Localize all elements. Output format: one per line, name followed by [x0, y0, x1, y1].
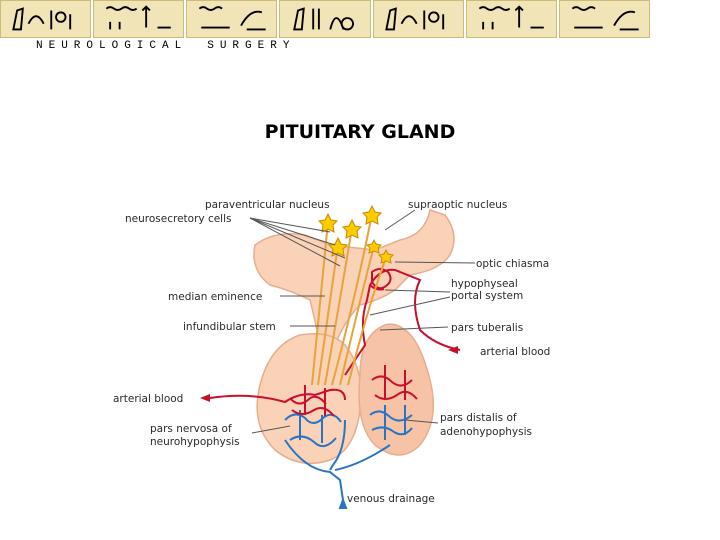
header-text: NEUROLOGICAL SURGERY: [36, 40, 295, 52]
arterial-arrow-right: [448, 346, 458, 354]
pars-distalis-tissue: [358, 323, 435, 456]
pituitary-diagram: paraventricular nucleus neurosecretory c…: [113, 199, 550, 509]
hieroglyph-tile: [465, 0, 557, 38]
label-paraventricular-nucleus: paraventricular nucleus: [205, 199, 330, 211]
label-arterial-blood-right: arterial blood: [480, 346, 550, 358]
hieroglyph-tile: [558, 0, 650, 38]
hieroglyph-tile: [0, 0, 92, 38]
nerve-fibers: [311, 213, 387, 386]
label-adenohypophysis: adenohypophysis: [440, 426, 532, 438]
header-word-neurological: NEUROLOGICAL: [36, 40, 188, 52]
arterial-arrow-left: [200, 394, 210, 402]
hieroglyph-tile: [93, 0, 185, 38]
hieroglyph-tile: [372, 0, 464, 38]
hieroglyph-tile: [186, 0, 278, 38]
label-neurohypophysis: neurohypophysis: [150, 436, 240, 448]
label-portal-system: portal system: [451, 290, 523, 302]
label-median-eminence: median eminence: [168, 291, 262, 303]
label-pars-tuberalis: pars tuberalis: [451, 322, 523, 334]
label-infundibular-stem: infundibular stem: [183, 321, 276, 333]
label-supraoptic-nucleus: supraoptic nucleus: [408, 199, 507, 211]
label-arterial-blood-left: arterial blood: [113, 393, 183, 405]
header-word-surgery: SURGERY: [207, 40, 296, 52]
hypothalamus-tissue: [253, 209, 455, 346]
label-pars-nervosa: pars nervosa of: [150, 423, 232, 435]
leader-lines: [249, 209, 476, 434]
hieroglyph-banner: [0, 0, 650, 40]
label-hypophyseal: hypophyseal: [451, 278, 518, 290]
gland-tissue: [253, 209, 455, 465]
veins: [284, 405, 413, 509]
page-title: PITUITARY GLAND: [264, 121, 456, 143]
label-neurosecretory-cells: neurosecretory cells: [125, 213, 231, 225]
label-optic-chiasma: optic chiasma: [476, 258, 549, 270]
label-pars-distalis: pars distalis of: [440, 412, 517, 424]
hieroglyph-tile: [279, 0, 371, 38]
label-venous-drainage: venous drainage: [347, 493, 435, 505]
neurosecretory-cells: [317, 204, 395, 264]
